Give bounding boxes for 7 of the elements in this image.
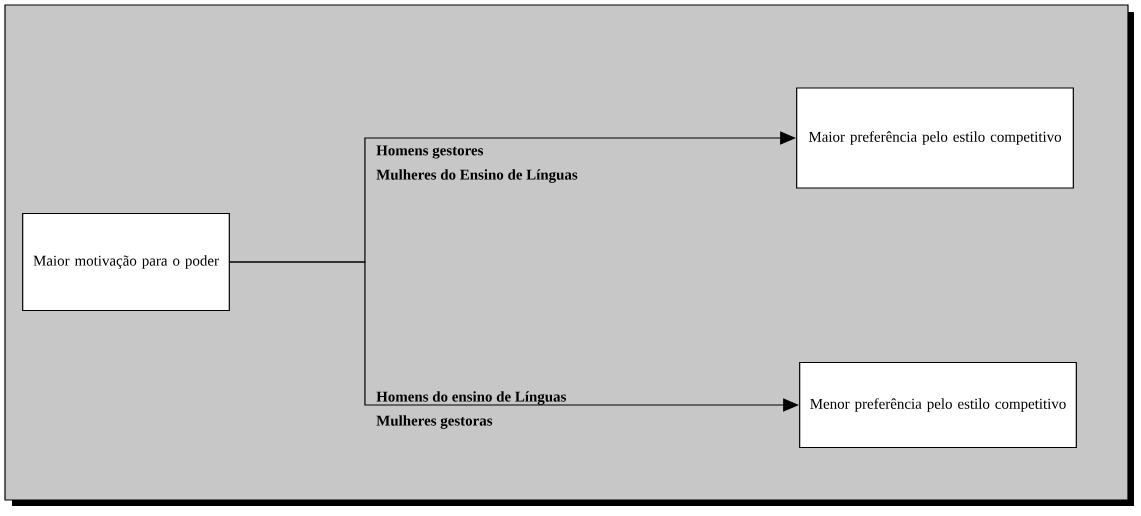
outcome-box: Menor preferência pelo estilo competitivo	[799, 361, 1077, 449]
branch-label: Homens gestores	[376, 145, 484, 159]
outcome-box: Maior preferência pelo estilo competitivo	[796, 87, 1074, 189]
cause-box: Maior motivação para o poder	[22, 212, 230, 312]
branch-label: Homens do ensino de Línguas	[376, 391, 566, 405]
branch-label: Mulheres do Ensino de Línguas	[376, 169, 578, 183]
branch-label: Mulheres gestoras	[376, 415, 493, 429]
